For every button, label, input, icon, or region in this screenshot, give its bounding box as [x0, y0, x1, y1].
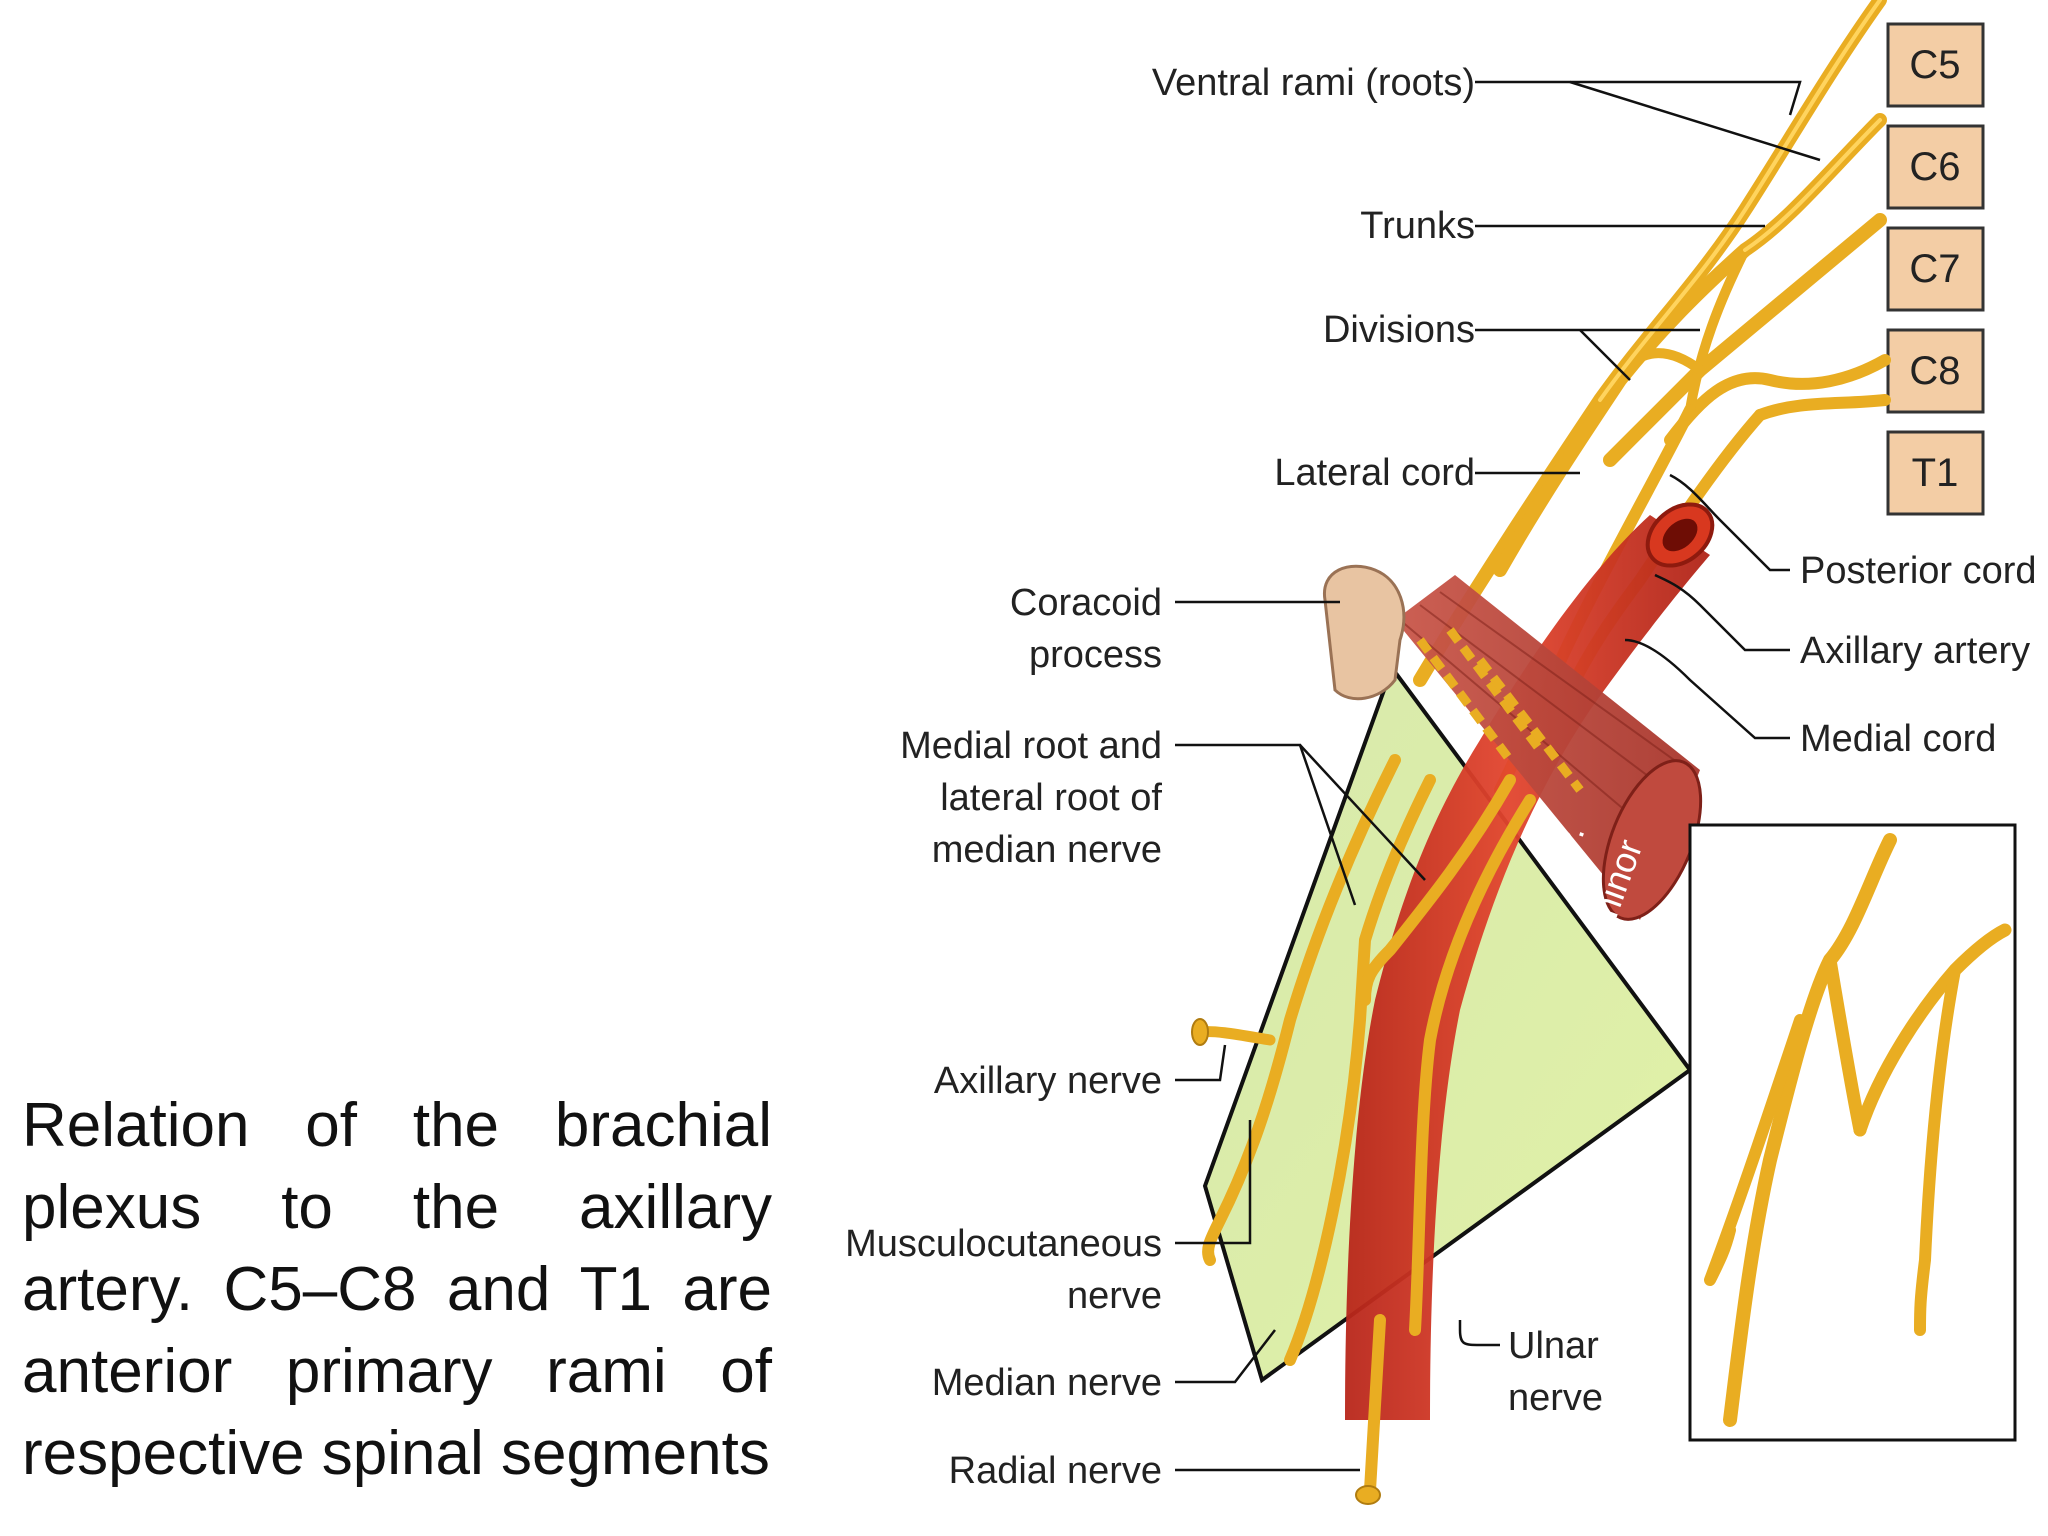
segment-box-t1: T1 [1886, 430, 1985, 516]
label-medial-root-3: median nerve [932, 829, 1162, 871]
label-musculocutaneous-1: Musculocutaneous [845, 1223, 1162, 1265]
label-coracoid-2: process [1029, 634, 1162, 676]
figure-caption: Relation of the brachial plexus to the a… [22, 1091, 772, 1488]
label-ulnar-1: Ulnar [1508, 1325, 1599, 1367]
segment-label: C5 [1909, 43, 1960, 87]
segment-label: C6 [1909, 145, 1960, 189]
segment-label: C7 [1909, 247, 1960, 291]
nerves-under-muscle [1416, 627, 1584, 793]
label-coracoid-1: Coracoid [1010, 582, 1162, 624]
label-medial-root-2: lateral root of [940, 777, 1162, 819]
label-trunks: Trunks [1360, 205, 1475, 247]
axillary-artery [1345, 502, 1715, 1420]
coracoid-process [1323, 564, 1406, 701]
label-lateral-cord: Lateral cord [1274, 452, 1475, 494]
segment-box-c7: C7 [1886, 226, 1985, 312]
label-posterior-cord: Posterior cord [1800, 550, 2037, 592]
segment-label: T1 [1912, 451, 1959, 495]
label-medial-root-1: Medial root and [900, 725, 1162, 767]
label-radial-nerve: Radial nerve [949, 1450, 1162, 1492]
label-divisions: Divisions [1323, 309, 1475, 351]
label-ventral-rami: Ventral rami (roots) [1152, 62, 1475, 104]
inset-median-nerve [1688, 823, 2017, 1442]
label-axillary-artery: Axillary artery [1800, 630, 2030, 672]
label-medial-cord: Medial cord [1800, 718, 1996, 760]
leader-lines [1175, 80, 1821, 1472]
segment-boxes: C5 C6 C7 C8 T1 [1886, 22, 1985, 516]
diagram-labels: Ventral rami (roots) Trunks Divisions La… [845, 62, 2036, 1492]
segment-box-c6: C6 [1886, 124, 1985, 210]
label-ulnar-2: nerve [1508, 1377, 1603, 1419]
segment-label: C8 [1909, 349, 1960, 393]
lower-nerves [1191, 754, 1536, 1505]
label-musculocutaneous-2: nerve [1067, 1275, 1162, 1317]
segment-box-c8: C8 [1886, 328, 1985, 414]
label-axillary-nerve: Axillary nerve [934, 1060, 1162, 1102]
segment-box-c5: C5 [1886, 22, 1985, 108]
upper-plexus [1413, 0, 1891, 796]
label-median-nerve: Median nerve [932, 1362, 1162, 1404]
